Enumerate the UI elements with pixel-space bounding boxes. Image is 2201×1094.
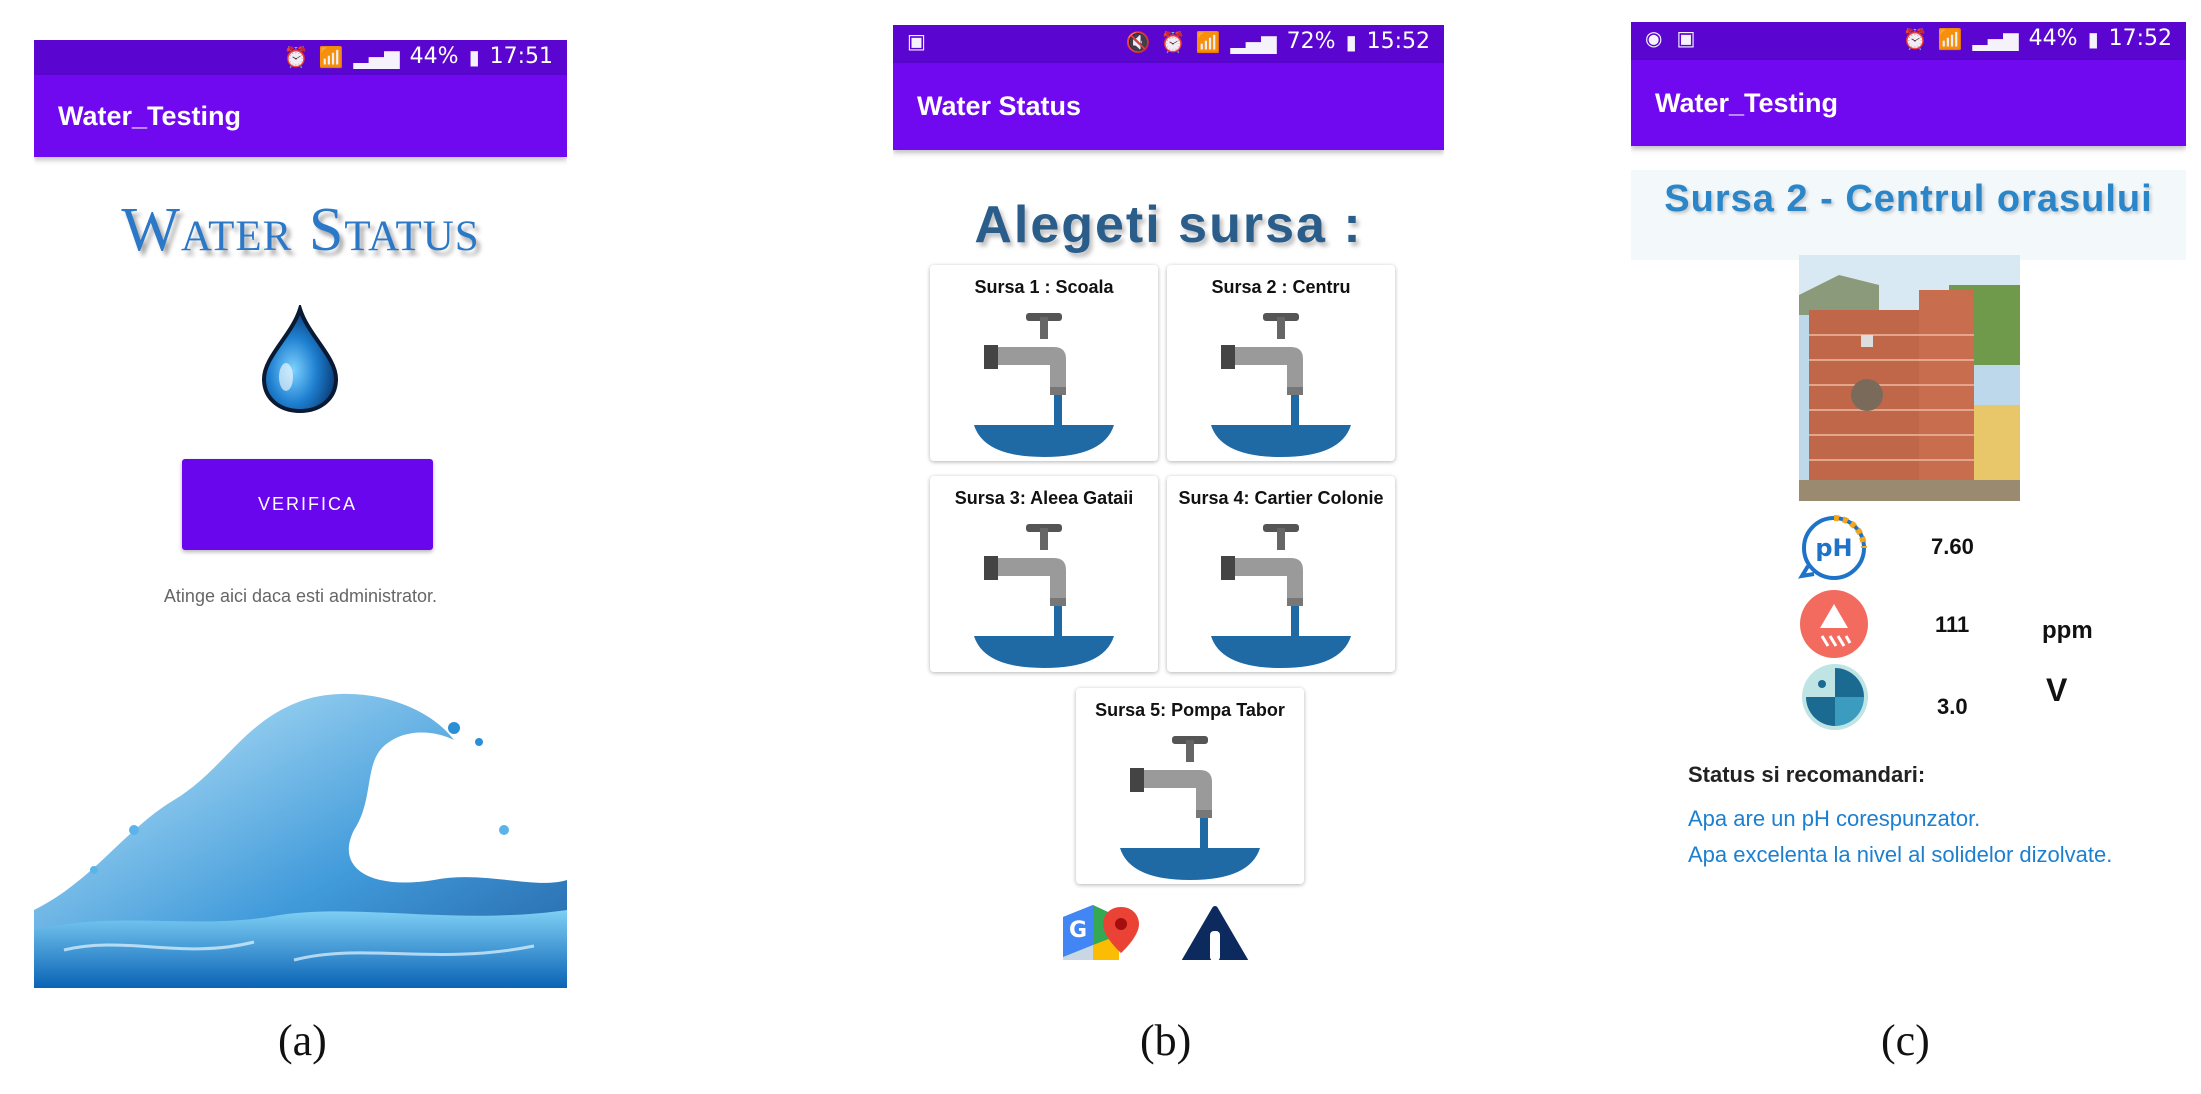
water-drop-icon (261, 305, 339, 414)
source-card-2[interactable]: Sursa 2 : Centru (1167, 265, 1395, 461)
tds-value: 111 (1935, 612, 1970, 637)
status-heading: Status si recomandari: (1688, 762, 1926, 787)
water-tap-icon (1211, 524, 1351, 668)
battery-percent: 72% (1286, 29, 1336, 54)
signal-icon: ▂▄▆ (1230, 29, 1277, 54)
fountain-photo (1799, 255, 2020, 501)
status-bar: ◉ ▣ ⏰ 📶 ▂▄▆ 44% ▮ 17:52 (1631, 22, 2186, 60)
app-bar: Water_Testing (34, 75, 567, 157)
messenger-notification-icon: ◉ (1645, 26, 1663, 50)
voltage-unit: V (2046, 672, 2068, 708)
recommendation-item: Apa are un pH corespunzator. (1688, 806, 1981, 831)
water-splash-image (34, 693, 567, 988)
water-tap-icon (1211, 313, 1351, 457)
wifi-icon: 📶 (318, 44, 344, 69)
voltage-value: 3.0 (1937, 694, 1968, 719)
source-card-3[interactable]: Sursa 3: Aleea Gataii (930, 476, 1158, 672)
wifi-icon: 📶 (1937, 26, 1963, 51)
app-title: Water_Testing (58, 101, 242, 131)
status-bar: ⏰ 📶 ▂▄▆ 44% ▮ 17:51 (34, 40, 567, 75)
page-title: Alegeti sursa : (974, 196, 1363, 254)
battery-percent: 44% (2028, 26, 2078, 51)
battery-percent: 44% (409, 44, 459, 69)
ph-icon-text: pH (1815, 534, 1852, 562)
clock: 17:52 (2108, 26, 2172, 51)
google-maps-icon[interactable]: G (1063, 905, 1141, 960)
warning-icon[interactable] (1169, 905, 1261, 960)
caption-c: (c) (1881, 1016, 1930, 1065)
signal-icon: ▂▄▆ (1972, 26, 2019, 51)
source-card-1[interactable]: Sursa 1 : Scoala (930, 265, 1158, 461)
page-title: Water Status (121, 196, 480, 264)
battery-icon: ▮ (2087, 26, 2099, 51)
alarm-icon: ⏰ (1160, 29, 1186, 54)
source-card-label: Sursa 1 : Scoala (974, 277, 1114, 297)
source-card-5[interactable]: Sursa 5: Pompa Tabor (1076, 688, 1304, 884)
source-title: Sursa 2 - Centrul orasului (1664, 178, 2153, 220)
svg-text:G: G (1069, 918, 1087, 943)
clock: 17:51 (489, 44, 553, 69)
battery-icon: ▮ (468, 44, 480, 69)
caption-b: (b) (1140, 1016, 1192, 1065)
conductivity-icon (1802, 664, 1868, 730)
ph-icon: pH (1798, 515, 1867, 580)
app-title: Water_Testing (1655, 88, 1839, 118)
water-tap-icon (974, 313, 1114, 457)
phone-screen-sources: ▣ 🔇 ⏰ 📶 ▂▄▆ 72% ▮ 15:52 Water Status Ale… (893, 25, 1444, 960)
app-bar: Water_Testing (1631, 60, 2186, 146)
water-tap-icon (974, 524, 1114, 668)
source-card-label: Sursa 5: Pompa Tabor (1095, 700, 1285, 720)
source-card-4[interactable]: Sursa 4: Cartier Colonie (1167, 476, 1395, 672)
caption-a: (a) (278, 1016, 327, 1065)
battery-icon: ▮ (1345, 29, 1357, 54)
ph-value: 7.60 (1931, 534, 1974, 559)
gallery-notification-icon: ▣ (907, 29, 926, 53)
title-band (1631, 170, 2186, 260)
alarm-icon: ⏰ (1902, 26, 1928, 51)
mute-icon: 🔇 (1125, 29, 1151, 54)
app-title: Water Status (917, 91, 1082, 121)
app-bar: Water Status (893, 63, 1444, 150)
recommendation-item: Apa excelenta la nivel al solidelor dizo… (1688, 842, 2113, 867)
clock: 15:52 (1366, 29, 1430, 54)
source-card-label: Sursa 3: Aleea Gataii (954, 488, 1134, 508)
tds-icon (1800, 590, 1868, 658)
wifi-icon: 📶 (1195, 29, 1221, 54)
water-tap-icon (1120, 736, 1260, 880)
alarm-icon: ⏰ (283, 44, 309, 69)
source-card-label: Sursa 4: Cartier Colonie (1178, 488, 1384, 508)
status-bar: ▣ 🔇 ⏰ 📶 ▂▄▆ 72% ▮ 15:52 (893, 25, 1444, 63)
gallery-notification-icon: ▣ (1676, 26, 1696, 50)
signal-icon: ▂▄▆ (353, 44, 400, 69)
phone-screen-home: ⏰ 📶 ▂▄▆ 44% ▮ 17:51 Water_Testing Water … (34, 40, 567, 988)
verify-button[interactable]: VERIFICA (182, 459, 433, 550)
phone-screen-source-detail: ◉ ▣ ⏰ 📶 ▂▄▆ 44% ▮ 17:52 Water_Testing Su… (1631, 22, 2186, 877)
source-card-label: Sursa 2 : Centru (1211, 277, 1351, 297)
admin-link[interactable]: Atinge aici daca esti administrator. (163, 586, 438, 606)
tds-unit: ppm (2042, 617, 2093, 644)
